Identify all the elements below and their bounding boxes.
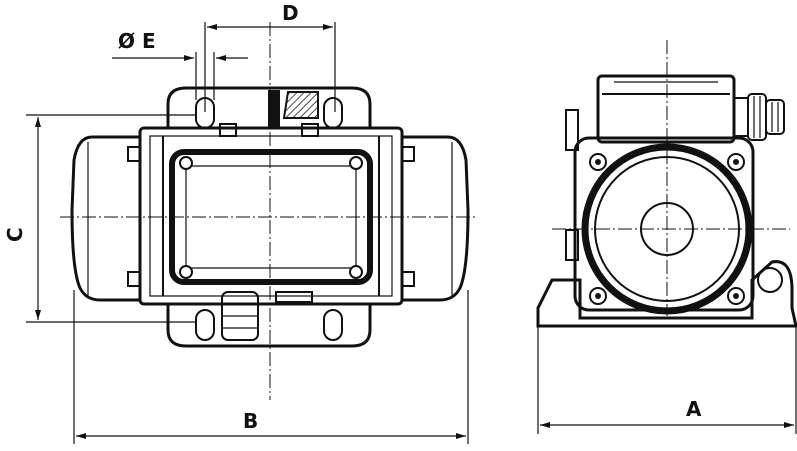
left-end-cap xyxy=(70,135,140,302)
label-c: C xyxy=(3,227,27,242)
dimension-e: Ø E xyxy=(112,29,248,100)
dimension-a: A xyxy=(537,326,797,434)
label-e: E xyxy=(142,29,156,53)
front-view xyxy=(60,22,478,400)
cable-gland-side xyxy=(733,93,785,141)
top-mounting-foot xyxy=(166,86,372,128)
side-base xyxy=(536,260,797,328)
dimension-d: D xyxy=(204,1,336,112)
side-terminal-box xyxy=(596,74,736,144)
right-end-cap xyxy=(402,135,470,302)
label-b: B xyxy=(243,409,258,433)
label-e-symbol: Ø xyxy=(118,29,135,53)
dimension-c: C xyxy=(3,114,196,323)
label-d: D xyxy=(282,1,299,25)
side-view xyxy=(536,40,797,328)
dimension-b: B xyxy=(73,290,469,444)
label-a: A xyxy=(686,397,702,421)
bottom-mounting-foot xyxy=(166,304,372,348)
hatched-section xyxy=(282,91,319,119)
